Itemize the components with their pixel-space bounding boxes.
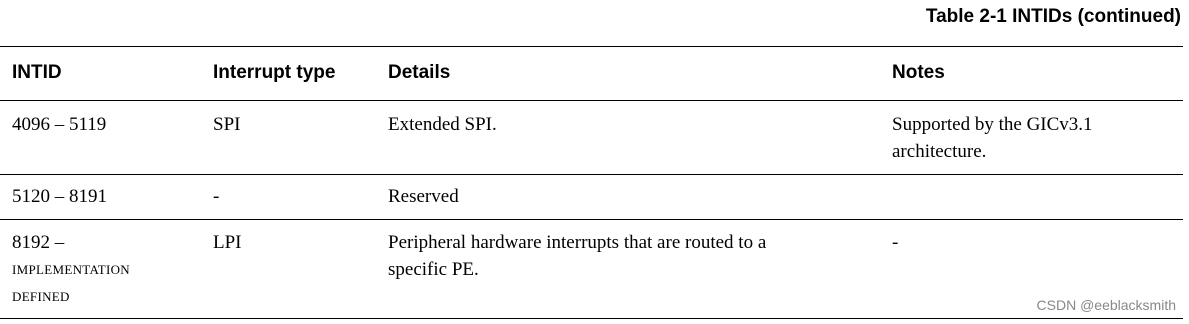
- row3-details: Peripheral hardware interrupts that are …: [388, 229, 766, 283]
- row3-notes: -: [892, 232, 899, 253]
- row3-details-line2: specific PE.: [388, 259, 479, 280]
- row3-intid: 8192 – IMPLEMENTATION DEFINED: [12, 229, 130, 310]
- row1-details: Extended SPI.: [388, 114, 497, 135]
- row3-type: LPI: [213, 232, 242, 253]
- header-intid: INTID: [12, 62, 62, 83]
- row1-notes-line1: Supported by the GICv3.1: [892, 114, 1093, 135]
- row3-details-line1: Peripheral hardware interrupts that are …: [388, 232, 767, 253]
- row-rule: [0, 219, 1183, 220]
- row3-intid-line1: 8192 –: [12, 232, 65, 253]
- header-details: Details: [388, 62, 451, 83]
- row3-intid-line3: DEFINED: [12, 289, 70, 304]
- row1-notes-line2: architecture.: [892, 141, 987, 162]
- table-caption: Table 2-1 INTIDs (continued): [925, 6, 1181, 27]
- row1-intid: 4096 – 5119: [12, 114, 107, 135]
- watermark: CSDN @eeblacksmith: [1036, 297, 1176, 313]
- row2-intid: 5120 – 8191: [12, 186, 107, 207]
- row2-details: Reserved: [388, 186, 459, 207]
- top-rule: [0, 46, 1183, 47]
- header-interrupt-type: Interrupt type: [213, 62, 336, 83]
- header-rule: [0, 100, 1183, 101]
- row1-notes: Supported by the GICv3.1 architecture.: [892, 111, 1093, 165]
- row2-type: -: [213, 186, 220, 207]
- header-notes: Notes: [892, 62, 945, 83]
- row-rule: [0, 174, 1183, 175]
- bottom-rule: [0, 318, 1183, 319]
- row3-intid-line2: IMPLEMENTATION: [12, 262, 130, 277]
- row1-type: SPI: [213, 114, 241, 135]
